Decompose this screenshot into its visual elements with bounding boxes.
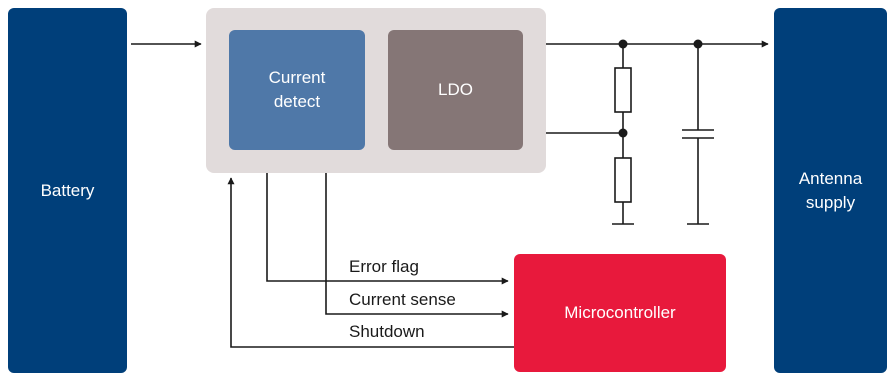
antenna-supply-label: Antenna supply <box>798 168 863 212</box>
battery-label: Battery <box>40 180 95 200</box>
upper-resistor <box>614 67 632 113</box>
junction-dot <box>618 39 628 49</box>
error-flag-label: Error flag <box>349 257 419 276</box>
ldo-label: LDO <box>438 80 473 99</box>
shutdown-label: Shutdown <box>349 322 425 341</box>
junction-dot <box>618 128 628 138</box>
current-sense-label: Current sense <box>349 290 456 309</box>
microcontroller-block: Microcontroller <box>514 254 726 372</box>
lower-resistor <box>614 157 632 203</box>
battery-block: Battery <box>8 8 127 373</box>
microcontroller-label: Microcontroller <box>564 303 676 322</box>
junction-dot <box>693 39 703 49</box>
ldo-block: LDO <box>388 30 523 150</box>
current-detect-label: Current detect <box>268 68 326 111</box>
current-detect-block: Current detect <box>229 30 365 150</box>
antenna-supply-block: Antenna supply <box>774 8 887 373</box>
